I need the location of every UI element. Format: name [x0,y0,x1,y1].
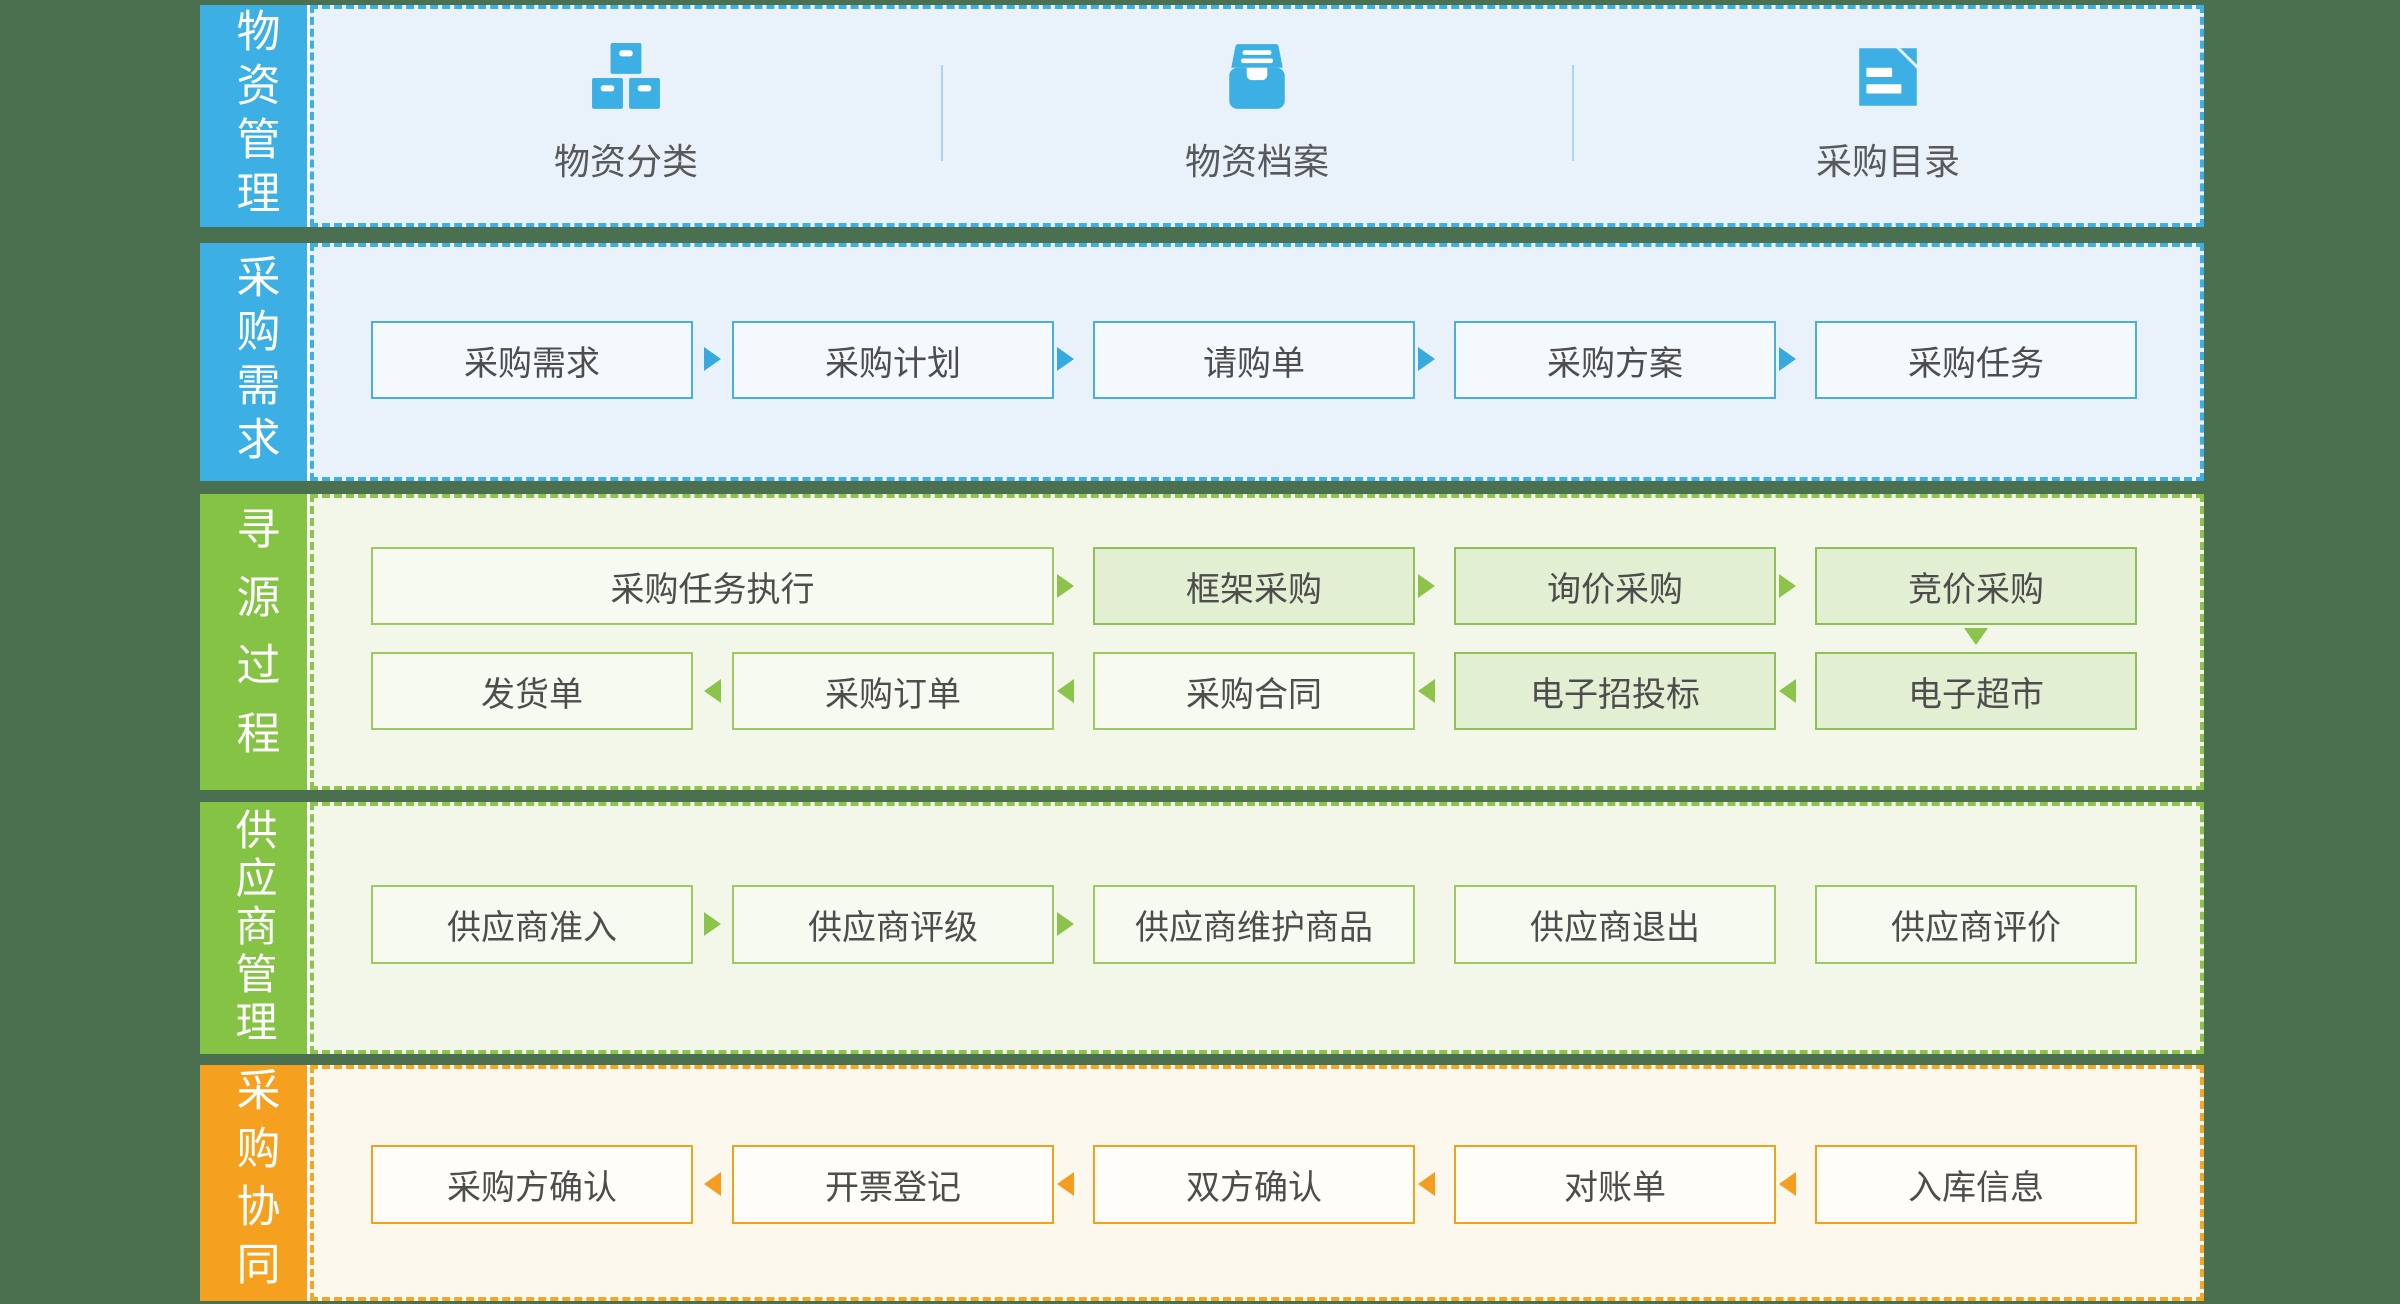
flow-box-e-tendering[interactable]: 电子招投标 [1454,652,1776,730]
band-sourcing-process: 寻源过程 采购任务执行 框架采购 询价采购 竞价采购 发货单 采购订单 采购合同… [200,494,2204,790]
band-label-procurement-collaboration: 采购协同 [200,1065,311,1301]
item-material-archive[interactable]: 物资档案 [957,41,1557,185]
flow-box-purchase-demand[interactable]: 采购需求 [371,321,693,399]
flow-box-supplier-goods-maintenance[interactable]: 供应商维护商品 [1093,885,1415,964]
arrow-left-icon [704,1172,721,1196]
arrow-down-icon [1964,628,1988,645]
arrow-left-icon [1057,679,1074,703]
flow-box-supplier-evaluation[interactable]: 供应商评价 [1815,885,2137,964]
flow-box-supplier-admission[interactable]: 供应商准入 [371,885,693,964]
band-supplier-management: 供应商管理 供应商准入 供应商评级 供应商维护商品 供应商退出 供应商评价 [200,802,2204,1054]
flow-box-bidding-purchase[interactable]: 竞价采购 [1815,547,2137,625]
flow-box-purchase-order[interactable]: 采购订单 [732,652,1054,730]
item-material-classification[interactable]: 物资分类 [326,41,926,185]
arrow-right-icon [1779,574,1796,598]
boxes-icon [592,43,660,109]
band-label-supplier-management: 供应商管理 [200,802,311,1054]
archive-icon [1229,44,1285,109]
flow-box-e-supermarket[interactable]: 电子超市 [1815,652,2137,730]
item-label: 物资分类 [553,142,698,183]
flow-box-supplier-exit[interactable]: 供应商退出 [1454,885,1776,964]
arrow-right-icon [1057,574,1074,598]
item-label: 物资档案 [1184,142,1329,183]
arrow-left-icon [1418,679,1435,703]
arrow-right-icon [1418,347,1435,371]
flow-box-requisition[interactable]: 请购单 [1093,321,1415,399]
arrow-left-icon [1779,1172,1796,1196]
arrow-left-icon [1057,1172,1074,1196]
flow-box-purchase-task[interactable]: 采购任务 [1815,321,2137,399]
flow-box-purchase-scheme[interactable]: 采购方案 [1454,321,1776,399]
flow-box-statement[interactable]: 对账单 [1454,1145,1776,1224]
item-label: 采购目录 [1815,142,1960,183]
flow-box-delivery-note[interactable]: 发货单 [371,652,693,730]
band-material-management: 物资管理 物资分类 [200,5,2204,227]
arrow-right-icon [1057,347,1074,371]
catalog-document-icon [1859,48,1917,106]
panel-material-management [310,5,2204,227]
arrow-right-icon [1057,912,1074,936]
flow-box-invoice-registration[interactable]: 开票登记 [732,1145,1054,1224]
flow-box-framework-purchase[interactable]: 框架采购 [1093,547,1415,625]
flow-box-supplier-rating[interactable]: 供应商评级 [732,885,1054,964]
arrow-right-icon [1418,574,1435,598]
flow-box-buyer-confirmation[interactable]: 采购方确认 [371,1145,693,1224]
panel-sourcing-process [310,494,2204,790]
band-label-procurement-demand: 采购需求 [200,243,311,481]
vertical-divider [941,65,943,161]
vertical-divider [1572,65,1574,161]
arrow-right-icon [704,347,721,371]
flow-box-mutual-confirmation[interactable]: 双方确认 [1093,1145,1415,1224]
band-label-sourcing-process: 寻源过程 [200,494,311,790]
arrow-left-icon [1779,679,1796,703]
band-procurement-demand: 采购需求 采购需求 采购计划 请购单 采购方案 采购任务 [200,243,2204,481]
flow-box-warehousing-info[interactable]: 入库信息 [1815,1145,2137,1224]
flow-box-task-execution[interactable]: 采购任务执行 [371,547,1054,625]
arrow-left-icon [704,679,721,703]
band-procurement-collaboration: 采购协同 采购方确认 开票登记 双方确认 对账单 入库信息 [200,1065,2204,1301]
flow-box-inquiry-purchase[interactable]: 询价采购 [1454,547,1776,625]
item-procurement-catalog[interactable]: 采购目录 [1588,41,2188,185]
flow-box-purchase-contract[interactable]: 采购合同 [1093,652,1415,730]
flow-box-purchase-plan[interactable]: 采购计划 [732,321,1054,399]
band-label-material-management: 物资管理 [200,5,311,227]
arrow-right-icon [704,912,721,936]
arrow-left-icon [1418,1172,1435,1196]
arrow-right-icon [1779,347,1796,371]
